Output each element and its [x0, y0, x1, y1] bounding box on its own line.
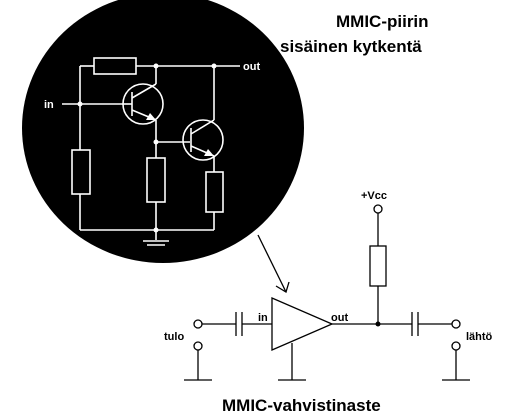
inner-out-label: out: [243, 61, 260, 73]
output-terminal-label: lähtö: [466, 331, 493, 343]
zoom-arrow: [257, 234, 290, 293]
amplifier-stage: [184, 204, 470, 381]
input-terminal-top: [193, 319, 203, 329]
mmic-internal-circuit: in out: [22, 0, 304, 263]
amplifier-triangle: [271, 297, 334, 351]
emitter-arrow-2: [204, 149, 214, 156]
black-circle-background: [22, 0, 304, 263]
vcc-label: +Vcc: [361, 190, 387, 202]
inner-title-line-2: sisäinen kytkentä: [280, 37, 422, 56]
emitter-arrow-1: [146, 113, 156, 120]
amp-out-label: out: [331, 312, 348, 324]
inner-title-line-1: MMIC-piirin: [336, 12, 429, 31]
output-terminal-top: [451, 319, 461, 329]
bias-resistor-left: [71, 149, 91, 195]
input-terminal-bottom: [193, 341, 203, 351]
bottom-title: MMIC-vahvistinaste: [222, 396, 381, 415]
collector-resistor: [369, 245, 387, 287]
amp-in-label: in: [258, 312, 268, 324]
output-terminal-bottom: [451, 341, 461, 351]
transistor-2: [182, 119, 224, 161]
input-terminal-label: tulo: [164, 331, 184, 343]
inner-in-label: in: [44, 99, 54, 111]
vcc-terminal: [373, 204, 383, 214]
